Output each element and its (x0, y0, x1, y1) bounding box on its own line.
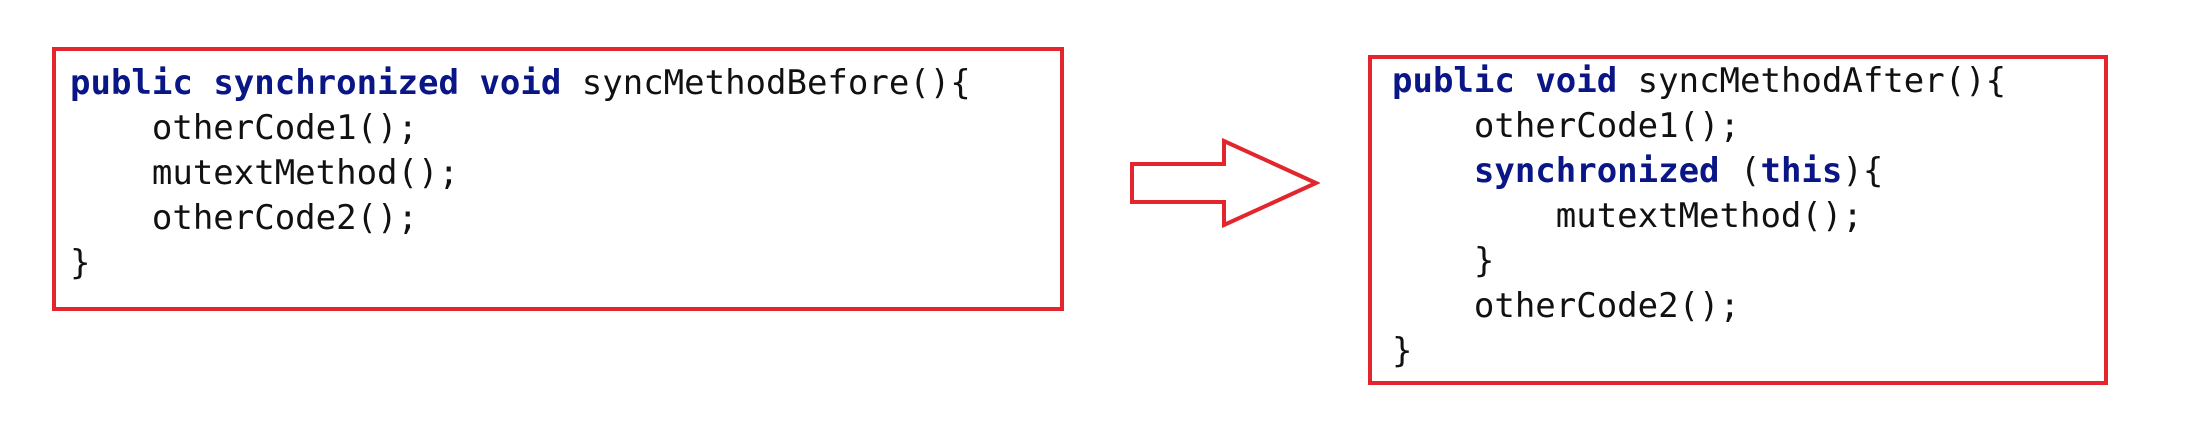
code-token: otherCode1(); (1392, 106, 1740, 146)
code-token: } (1392, 241, 1495, 281)
code-line: otherCode2(); (70, 196, 971, 241)
code-token: otherCode2(); (1392, 286, 1740, 326)
code-line: otherCode1(); (70, 106, 971, 151)
keyword-token: public (70, 63, 193, 103)
code-token (1392, 151, 1474, 191)
code-line: mutextMethod(); (70, 151, 971, 196)
code-token: syncMethodAfter(){ (1617, 61, 2007, 101)
code-line: synchronized (this){ (1392, 149, 2006, 194)
keyword-token: synchronized (213, 63, 459, 103)
code-line: } (70, 241, 971, 286)
code-token: } (1392, 331, 1413, 371)
code-line: public void syncMethodAfter(){ (1392, 59, 2006, 104)
code-line: otherCode2(); (1392, 284, 2006, 329)
right-arrow-icon (1130, 138, 1320, 228)
keyword-token: synchronized (1473, 151, 1720, 191)
keyword-token: public (1392, 61, 1515, 101)
code-block-before: public synchronized void syncMethodBefor… (70, 61, 971, 286)
code-token (193, 63, 213, 103)
code-token: } (70, 243, 91, 283)
code-line: } (1392, 329, 2006, 374)
keyword-token: void (1535, 61, 1618, 101)
code-token: ){ (1842, 151, 1884, 191)
code-token: mutextMethod(); (70, 153, 459, 193)
code-box-before: public synchronized void syncMethodBefor… (52, 47, 1064, 311)
code-line: public synchronized void syncMethodBefor… (70, 61, 971, 106)
code-token: mutextMethod(); (1392, 196, 1863, 236)
code-token: otherCode2(); (70, 198, 418, 238)
code-box-after: public void syncMethodAfter(){ otherCode… (1368, 55, 2108, 385)
code-line: otherCode1(); (1392, 104, 2006, 149)
code-line: } (1392, 239, 2006, 284)
code-line: mutextMethod(); (1392, 194, 2006, 239)
code-token (1515, 61, 1535, 101)
keyword-token: this (1760, 151, 1843, 191)
code-block-after: public void syncMethodAfter(){ otherCode… (1392, 59, 2006, 374)
code-token: syncMethodBefore(){ (561, 63, 971, 103)
keyword-token: void (479, 63, 562, 103)
code-token: otherCode1(); (70, 108, 418, 148)
code-token: ( (1719, 151, 1761, 191)
code-token (459, 63, 479, 103)
